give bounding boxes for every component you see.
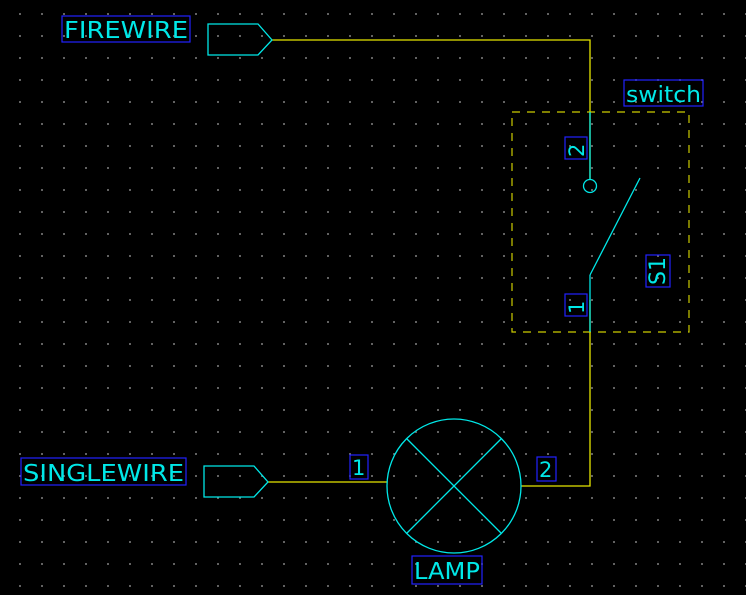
singlewire-net-label[interactable]: SINGLEWIRE: [23, 461, 184, 487]
switch-pin1-box: [564, 293, 588, 317]
switch-pin2-number: 2: [565, 144, 589, 157]
firewire-port-symbol[interactable]: [207, 23, 273, 56]
lamp-pin2-box: [536, 456, 557, 482]
switch-contact-circle: [582, 178, 598, 194]
switch-component[interactable]: switch S1 2 1: [511, 79, 704, 333]
firewire-net-label[interactable]: FIREWIRE: [64, 18, 188, 44]
switch-pin2-box: [564, 136, 588, 160]
lamp-body-circle: [386, 418, 522, 554]
switch-pin1-number: 1: [565, 301, 589, 314]
switch-designator-label[interactable]: S1: [646, 257, 671, 285]
lamp-value-label[interactable]: LAMP: [414, 559, 480, 585]
lamp-pin1-box: [349, 454, 369, 480]
singlewire-port-symbol[interactable]: [203, 465, 269, 498]
wire-switch-to-lamp[interactable]: [521, 300, 591, 487]
switch-lever: [589, 177, 641, 276]
lamp-value-label-box: [411, 555, 483, 585]
lamp-pin2-number: 2: [539, 458, 552, 482]
lamp-pin1-number: 1: [352, 456, 365, 480]
switch-value-label[interactable]: switch: [626, 83, 701, 108]
wire-firewire-to-switch[interactable]: [272, 39, 591, 180]
lamp-component[interactable]: 1 2 LAMP: [349, 418, 557, 585]
switch-dashed-outline: [511, 111, 690, 333]
singlewire-label-box: [20, 457, 187, 486]
firewire-label-box: [61, 15, 191, 43]
lamp-cross-line-b: [406, 438, 502, 534]
switch-designator-box: [645, 254, 671, 288]
switch-value-label-box: [623, 79, 704, 107]
